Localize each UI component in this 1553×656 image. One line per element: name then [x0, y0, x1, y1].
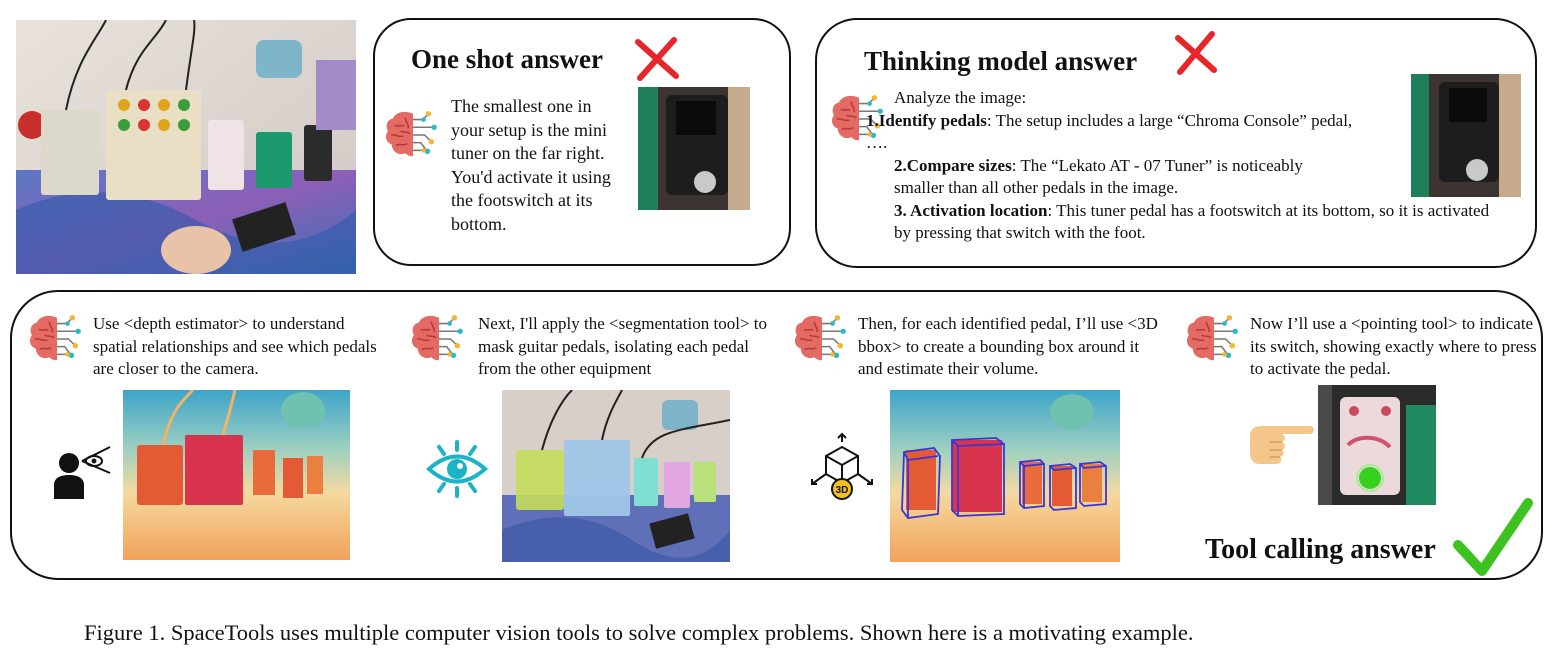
segmentation-image	[502, 390, 730, 562]
pointing-image	[1318, 385, 1436, 505]
3d-badge-label: 3D	[836, 485, 849, 496]
brain-icon	[793, 312, 851, 364]
3d-box-icon: 3D	[811, 432, 873, 500]
checkmark-icon	[1453, 498, 1533, 576]
thinking-step-2: 2.Compare sizes: The “Lekato AT - 07 Tun…	[866, 155, 1354, 200]
pointing-hand-icon	[1250, 426, 1314, 464]
thinking-step-3: 3. Activation location: This tuner pedal…	[866, 200, 1504, 245]
depth-map-image	[123, 390, 350, 560]
brain-icon	[28, 312, 86, 364]
brain-icon	[384, 108, 442, 160]
step-text: : The setup includes a large “Chroma Con…	[866, 110, 1353, 153]
figure-caption: Figure 1. SpaceTools uses multiple compu…	[84, 620, 1194, 645]
one-shot-text: The smallest one in your setup is the mi…	[451, 96, 611, 234]
tool-step-3-text: Then, for each identified pedal, I’ll us…	[858, 314, 1158, 378]
step-text: : This tuner pedal has a footswitch at i…	[894, 200, 1490, 243]
tool-step-1-text: Use <depth estimator> to understand spat…	[93, 314, 377, 378]
tuner-photo	[638, 87, 750, 210]
tuner-photo	[1411, 74, 1521, 197]
tool-step-2-text: Next, I'll apply the <segmentation tool>…	[478, 314, 767, 378]
pedalboard-photo	[16, 20, 356, 274]
step-text: : The “Lekato AT - 07 Tuner” is noticeab…	[894, 155, 1303, 198]
tool-step-4-text: Now I’ll use a <pointing tool> to indica…	[1250, 314, 1537, 378]
thinking-text: Analyze the image: 1.Identify pedals: Th…	[866, 87, 1506, 245]
thinking-title: Thinking model answer	[864, 46, 1138, 76]
3d-bbox-image	[890, 390, 1120, 562]
thinking-step-1: 1.Identify pedals: The setup includes a …	[866, 110, 1356, 155]
depth-person-eye-icon	[54, 446, 111, 499]
step-label: 3. Activation location	[894, 200, 1048, 220]
thinking-intro: Analyze the image:	[894, 88, 1027, 107]
step-label: 2.Compare sizes	[894, 155, 1012, 175]
wrong-mark-icon	[1175, 31, 1217, 75]
brain-icon	[410, 312, 468, 364]
step-label: 1.Identify pedals	[866, 110, 987, 130]
eye-icon	[425, 440, 489, 498]
brain-icon	[1185, 312, 1243, 364]
tool-calling-title: Tool calling answer	[1205, 534, 1436, 565]
one-shot-title: One shot answer	[411, 44, 604, 74]
wrong-mark-icon	[635, 37, 679, 81]
